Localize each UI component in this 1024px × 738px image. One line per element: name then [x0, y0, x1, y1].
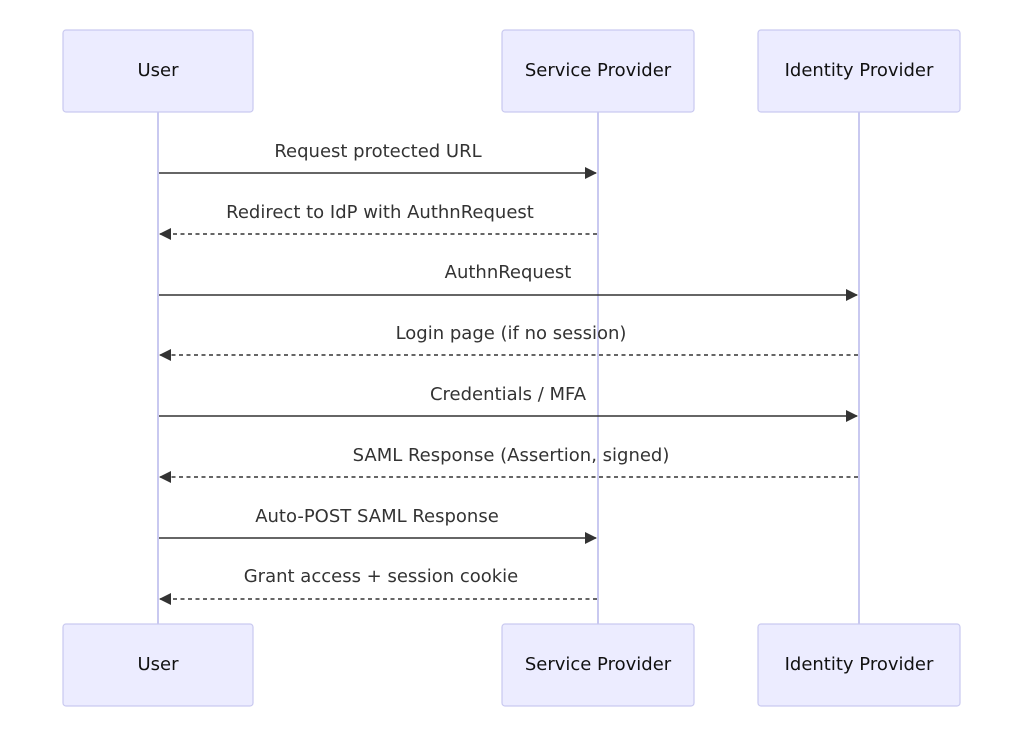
actor-service-provider-bottom: Service Provider	[501, 623, 695, 707]
message-2-label: Redirect to IdP with AuthnRequest	[226, 202, 534, 223]
message-1: Request protected URL	[159, 141, 597, 179]
actor-identity-provider-bottom-label: Identity Provider	[785, 654, 934, 675]
message-2: Redirect to IdP with AuthnRequest	[159, 202, 597, 240]
actor-user-bottom-label: User	[137, 654, 179, 675]
message-8-label: Grant access + session cookie	[244, 566, 519, 587]
message-4-label: Login page (if no session)	[396, 323, 627, 344]
message-6-label: SAML Response (Assertion, signed)	[353, 445, 670, 466]
message-6: SAML Response (Assertion, signed)	[159, 445, 858, 483]
actor-user-top: User	[62, 29, 254, 113]
actor-identity-provider-bottom: Identity Provider	[757, 623, 961, 707]
actor-identity-provider-top-label: Identity Provider	[785, 60, 934, 81]
message-5: Credentials / MFA	[159, 384, 858, 422]
message-5-label: Credentials / MFA	[430, 384, 587, 405]
actor-user-bottom: User	[62, 623, 254, 707]
actor-service-provider-top-label: Service Provider	[525, 60, 672, 81]
message-7-label: Auto-POST SAML Response	[255, 506, 499, 527]
actor-user-top-label: User	[137, 60, 179, 81]
actor-service-provider-bottom-label: Service Provider	[525, 654, 672, 675]
message-8: Grant access + session cookie	[159, 566, 597, 605]
actor-service-provider-top: Service Provider	[501, 29, 695, 113]
message-4: Login page (if no session)	[159, 323, 858, 361]
message-3-label: AuthnRequest	[445, 262, 572, 283]
actor-identity-provider-top: Identity Provider	[757, 29, 961, 113]
message-3: AuthnRequest	[159, 262, 858, 301]
message-1-label: Request protected URL	[274, 141, 481, 162]
message-7: Auto-POST SAML Response	[159, 506, 597, 544]
